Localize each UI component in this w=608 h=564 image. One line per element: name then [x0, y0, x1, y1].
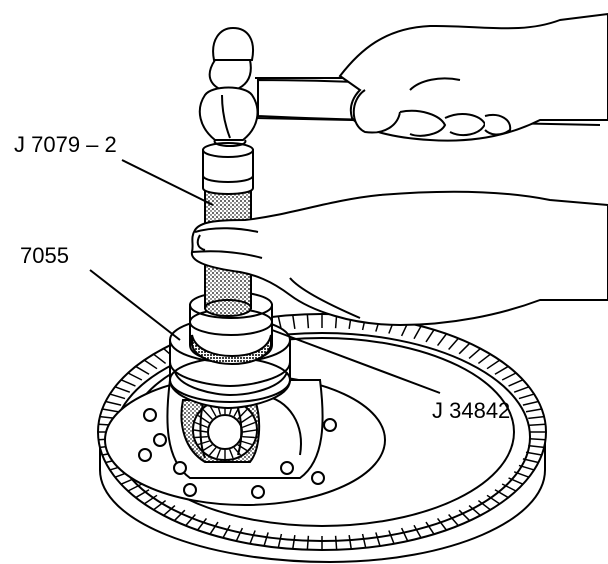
gear-tooth [494, 365, 509, 375]
gear-tooth [120, 379, 136, 387]
bolt-hole [251, 485, 265, 499]
gear-tooth [477, 499, 491, 511]
gear-tooth [143, 359, 158, 370]
gear-tooth [277, 533, 283, 548]
gear-tooth [436, 333, 448, 346]
side-gear-tooth [240, 414, 253, 424]
gear-tooth [468, 504, 481, 517]
gear-tooth [458, 342, 471, 355]
gear-tooth [163, 504, 176, 517]
gear-tooth [413, 524, 422, 539]
label-j34842: J 34842 [432, 398, 510, 423]
gear-tooth [501, 372, 517, 381]
bolt-hole [143, 408, 157, 422]
gear-tooth [222, 524, 231, 539]
gear-tooth [334, 535, 338, 550]
gear-tooth [513, 386, 530, 393]
gear-tooth [105, 400, 122, 406]
gear-tooth [114, 386, 131, 393]
side-gear-tooth [242, 421, 256, 428]
side-gear-tooth [233, 447, 242, 456]
gear-tooth [458, 509, 471, 522]
gear-tooth [468, 347, 481, 360]
gear-tooth [522, 400, 539, 406]
upper-hand [338, 12, 608, 142]
gear-tooth [306, 314, 310, 329]
gear-tooth [513, 471, 530, 478]
gear-tooth [436, 518, 448, 531]
gear-tooth [508, 379, 524, 387]
gear-tooth [494, 489, 509, 499]
gear-tooth [486, 494, 501, 505]
bolt-hole [153, 433, 167, 447]
gear-tooth [306, 535, 310, 550]
gear-tooth [292, 314, 296, 330]
gear-tooth [525, 408, 542, 413]
gear-tooth [525, 451, 542, 456]
lower-hand [190, 190, 608, 327]
gear-tooth [400, 527, 409, 542]
bolt-hole [311, 471, 325, 485]
gear-tooth [209, 521, 219, 535]
gear-tooth [292, 534, 296, 550]
leader-lines [89, 159, 441, 394]
gear-tooth [135, 489, 150, 499]
gear-tooth [143, 494, 158, 505]
gear-tooth [501, 483, 517, 492]
gear-tooth [196, 518, 208, 531]
bolt-hole [323, 418, 337, 432]
gear-tooth [388, 530, 395, 545]
gear-tooth [529, 438, 546, 441]
gear-tooth [375, 532, 381, 547]
gear-tooth [522, 458, 539, 464]
label-7055: 7055 [20, 243, 69, 268]
gear-tooth [153, 353, 167, 365]
leader-7055 [89, 269, 181, 341]
gear-tooth [127, 483, 143, 492]
gear-tooth [135, 365, 150, 375]
bolt-hole [138, 448, 152, 462]
side-gear-tooth [240, 440, 253, 446]
gear-tooth [477, 353, 491, 365]
gear-tooth [518, 464, 535, 471]
gear-tooth [508, 477, 524, 485]
gear-tooth [528, 444, 545, 449]
gear-tooth [249, 530, 256, 545]
side-gear-tooth [208, 447, 217, 456]
gear-tooth [518, 393, 535, 400]
gear-tooth [425, 329, 435, 343]
gear-tooth [528, 415, 545, 420]
side-gear-tooth [202, 444, 213, 452]
gear-tooth [486, 359, 501, 370]
gear-tooth [448, 514, 459, 527]
side-gear-tooth [197, 440, 210, 446]
leader-j7079-2 [121, 159, 214, 206]
gear-tooth [109, 393, 126, 400]
side-gear-tooth [229, 449, 234, 459]
leader-j34842 [271, 329, 441, 394]
gear-tooth [361, 533, 367, 548]
gear-tooth [153, 499, 167, 511]
gear-tooth [348, 534, 352, 550]
gear-tooth [448, 337, 459, 350]
bolt-hole [183, 483, 197, 497]
gear-tooth [127, 372, 143, 381]
gear-tooth [425, 521, 435, 535]
side-gear-tooth [242, 435, 255, 439]
side-gear-tooth [242, 429, 257, 433]
gear-tooth [413, 325, 422, 340]
side-gear-tooth [216, 449, 221, 459]
label-j7079-2: J 7079 – 2 [14, 132, 117, 157]
side-gear-tooth [202, 409, 213, 420]
gear-tooth [173, 509, 186, 522]
gear-tooth [263, 532, 269, 547]
gear-tooth [102, 408, 119, 413]
gear-tooth [185, 514, 196, 527]
gear-tooth [529, 423, 546, 426]
gear-tooth [235, 527, 244, 542]
